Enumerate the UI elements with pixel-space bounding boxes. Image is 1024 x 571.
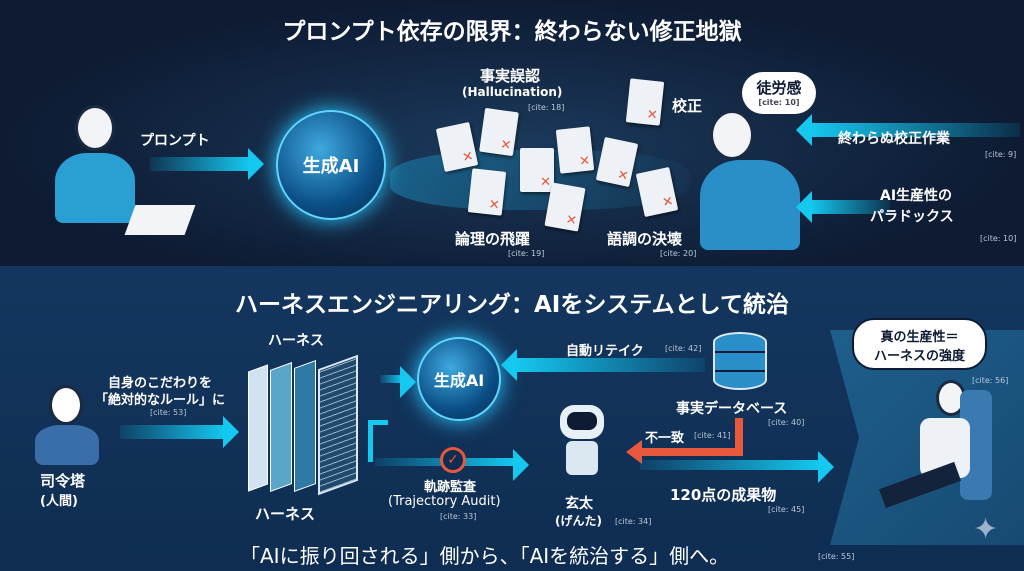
footer-cite: [cite: 55] [818,552,855,561]
auto-retake-cite: [cite: 42] [665,344,702,353]
document-icon [555,126,595,174]
document-icon [625,78,665,126]
endless-proofread-cite: [cite: 9] [985,150,1017,159]
output-arrow [640,451,834,483]
paradox-line1: AI生産性の [880,188,953,204]
mismatch-cite: [cite: 41] [694,431,731,440]
rules-line1: 自身のこだわりを [108,376,213,391]
harness-bottom-label: ハーネス [255,505,316,523]
audit-cite: [cite: 33] [440,512,477,521]
mismatch-label: 不一致 [645,431,685,446]
output-cite: [cite: 45] [768,505,805,514]
paradox-line2: パラドックス [870,209,954,225]
auto-retake-arrow [501,349,705,381]
commander-line1: 司令塔 [40,472,86,490]
futility-label: 徒労感 [756,79,802,97]
mismatch-arrowhead [626,440,642,464]
database-icon [713,332,767,390]
hallucination-label: 事実誤認 [480,67,541,85]
endless-proofread-arrow [796,114,1020,146]
hallucination-cite: [cite: 18] [528,103,565,112]
paradox-arrow [796,191,890,223]
to-ai-arrow [380,366,416,398]
thought-line2: ハーネスの強度 [873,349,965,364]
sparkle-icon: ✦ [973,512,999,547]
prompt-label: プロンプト [140,133,210,149]
robot-line1: 玄太 [565,496,593,512]
database-cite: [cite: 40] [768,418,805,427]
productivity-thought-bubble: 真の生産性＝ ハーネスの強度 [852,318,987,370]
branch-connector [368,420,388,462]
mismatch-arrow [640,448,743,456]
footer-text: 「AIに振り回される」側から、「AIを統治する」側へ。 [240,544,730,568]
document-icon [479,107,519,157]
audit-line2: (Trajectory Audit) [388,494,501,509]
rules-line2: 「絶対的なルール」に [95,393,226,408]
hallucination-sub: (Hallucination) [462,85,563,99]
rules-arrow [120,416,239,448]
generative-ai-orb: 生成AI [417,337,501,421]
rules-cite: [cite: 53] [150,408,187,417]
document-icon [467,168,507,216]
audit-line1: 軌跡監査 [424,480,477,495]
robot-line2: (げんた) [555,514,602,528]
bottom-title: ハーネスエンジニアリング：AIをシステムとして統治 [235,292,789,318]
mismatch-connector [735,418,743,456]
paradox-cite: [cite: 10] [980,234,1017,243]
commander-line2: (人間) [40,494,78,509]
logic-leap-cite: [cite: 19] [508,249,545,258]
logic-leap-label: 論理の飛躍 [455,230,531,248]
auto-retake-label: 自動リテイク [566,344,644,359]
robot-cite: [cite: 34] [615,517,652,526]
endless-proofread-label: 終わらぬ校正作業 [838,131,950,147]
audit-check-icon: ✓ [440,447,466,473]
thought-line1: 真の生産性＝ [880,330,959,345]
document-icon [520,148,554,192]
output-label: 120点の成果物 [670,486,777,504]
tone-break-cite: [cite: 20] [660,249,697,258]
futility-thought-bubble: 徒労感 [cite: 10] [742,72,816,114]
generative-ai-orb: 生成AI [276,110,386,220]
prompt-arrow [150,148,264,180]
futility-cite: [cite: 10] [758,98,800,107]
top-title: プロンプト依存の限界：終わらない修正地獄 [282,19,742,45]
thought-cite: [cite: 56] [972,376,1009,385]
database-label: 事実データベース [676,401,788,417]
harness-top-label: ハーネス [268,333,324,349]
tone-break-label: 語調の決壊 [607,230,683,248]
proofread-label: 校正 [672,97,703,115]
